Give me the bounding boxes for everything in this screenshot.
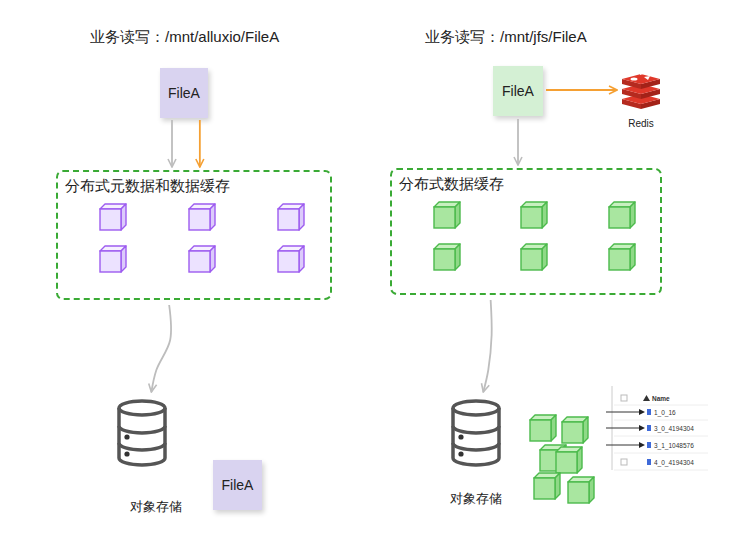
object-block [562, 417, 588, 443]
node-label: 分布式元数据和数据缓存 [65, 177, 230, 196]
path-heading: 业务读写：/mnt/jfs/FileA [425, 28, 587, 47]
cache-cube [189, 246, 215, 272]
redis-icon [622, 73, 660, 109]
cache-cluster: 分布式数据缓存 [390, 168, 662, 295]
object-storage: 对象存储 [450, 398, 502, 470]
file-icon [647, 409, 651, 415]
cache-cluster: 分布式元数据和数据缓存 [56, 170, 332, 300]
green-cubes [434, 202, 635, 270]
node-label: Redis [628, 118, 654, 129]
file-name: 1_0_16 [654, 408, 676, 417]
pointer-line [606, 445, 639, 446]
file-list: Name 1_0_16 3_0_4194304 3_1_1048576 4_0_4194… [608, 384, 708, 472]
cache-cube [278, 246, 304, 272]
sort-triangle [643, 395, 650, 401]
cache-cube [521, 202, 547, 228]
file-box: FileA [160, 68, 208, 118]
node-label: FileA [168, 85, 200, 101]
cache-cube [609, 202, 635, 228]
node-label: FileA [222, 477, 254, 493]
file-name: 4_0_4194304 [654, 458, 694, 467]
column-header: Name [652, 394, 670, 403]
checkbox [621, 459, 627, 465]
row-separator [614, 453, 708, 454]
database-shape [116, 398, 168, 470]
redis-shape [620, 68, 662, 112]
cache-cube [100, 204, 126, 230]
cache-cube [434, 244, 460, 270]
redis-store: Redis [620, 68, 662, 112]
object-blocks [530, 415, 594, 503]
pointer-head [639, 442, 645, 448]
database-shape [450, 398, 502, 470]
node-label: 对象存储 [450, 490, 502, 508]
purple-cubes [100, 204, 304, 272]
flow-arrow [546, 89, 617, 91]
pointer-head [639, 425, 645, 431]
flow-arrow [151, 305, 171, 392]
file-list-decor [606, 386, 708, 470]
node-label: 对象存储 [130, 498, 182, 516]
object-block [568, 477, 594, 503]
file-box: FileA [213, 460, 262, 510]
file-box: FileA [493, 66, 543, 116]
file-name: 3_1_1048576 [654, 441, 694, 450]
object-storage: 对象存储 [116, 398, 168, 470]
row-separator [614, 436, 708, 437]
node-label: FileA [502, 83, 534, 99]
database-icon [453, 401, 499, 465]
cache-cube [609, 244, 635, 270]
flow-arrow [171, 120, 173, 167]
checkbox [621, 395, 627, 401]
cache-cube [189, 204, 215, 230]
cache-cube [278, 204, 304, 230]
cache-cube [100, 246, 126, 272]
pointer-line [606, 412, 639, 413]
object-block [556, 447, 582, 473]
database-icon [119, 401, 165, 465]
cache-cube [521, 244, 547, 270]
flow-arrow [483, 300, 491, 392]
path-heading: 业务读写：/mnt/alluxio/FileA [90, 28, 279, 47]
file-icon [647, 425, 651, 431]
pointer-head [639, 409, 645, 415]
object-block [534, 473, 560, 499]
row-separator [614, 420, 708, 421]
pointer-line [606, 428, 639, 429]
object-block [530, 415, 556, 441]
row-separator [614, 405, 708, 406]
cache-cube [434, 202, 460, 228]
file-icon [647, 442, 651, 448]
node-label: 分布式数据缓存 [399, 175, 504, 194]
flow-arrow [517, 119, 519, 165]
flow-arrow [199, 120, 201, 167]
file-icon [647, 459, 651, 465]
row-separator [614, 470, 708, 471]
file-name: 3_0_4194304 [654, 424, 694, 433]
